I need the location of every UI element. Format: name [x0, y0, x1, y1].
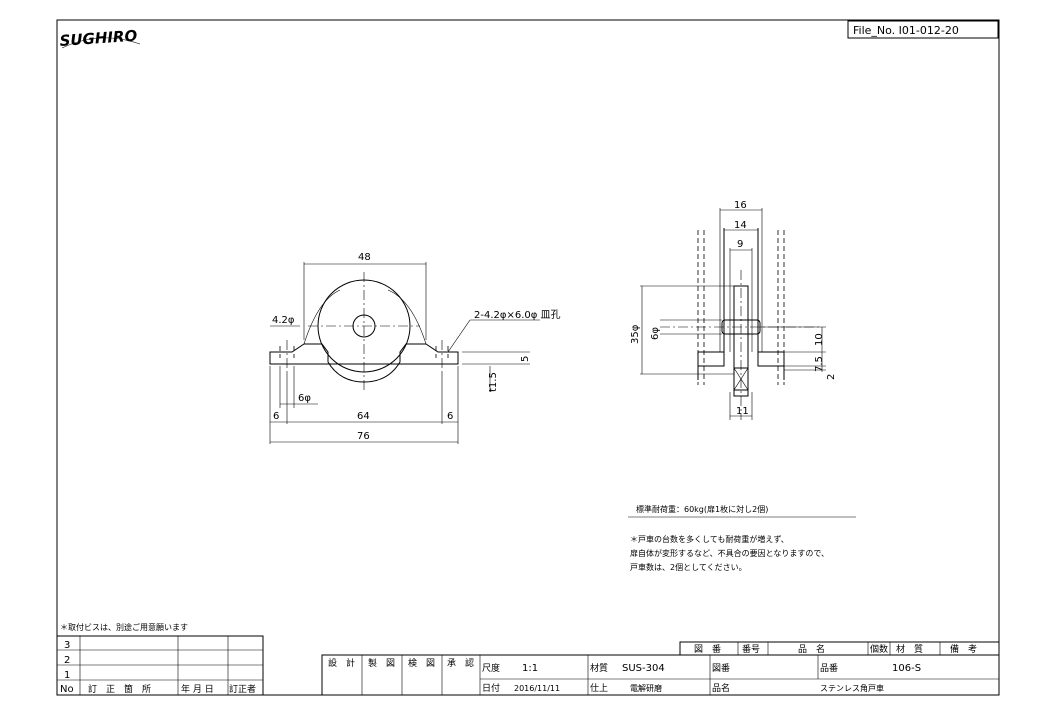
- drawing-label: 2: [64, 655, 70, 666]
- drawing-label: 扉自体が変形するなど、不具合の要因となりますので、: [630, 548, 829, 558]
- drawing-label: ステンレス角戸車: [820, 683, 884, 693]
- drawing-label: 6: [447, 411, 453, 422]
- file-no: File_No. I01-012-20: [853, 24, 959, 37]
- drawing-label: 品名: [712, 682, 730, 694]
- drawing-label: 材 質: [896, 643, 923, 655]
- drawing-label: 5: [520, 356, 531, 362]
- drawing-label: 番号: [742, 643, 760, 655]
- logo: SUGHIRO: [59, 27, 141, 50]
- drawing-label: 1:1: [522, 663, 538, 674]
- drawing-label: 承 認: [447, 657, 474, 669]
- drawing-label: 106-S: [892, 663, 921, 674]
- drawing-label: 9: [737, 239, 743, 250]
- drawing-label: 個数: [870, 643, 888, 655]
- title-block: 図 番 番号 品 名 個数 材 質 備 考 設 計 製 図 検 図 承 認 尺度…: [321, 641, 1000, 696]
- drawing-label: 10: [814, 333, 825, 346]
- drawing-label: 戸車数は、2個としてください。: [630, 562, 747, 572]
- drawing-label: 日付: [482, 683, 500, 694]
- drawing-label: 2-4.2φ×6.0φ 皿孔: [474, 309, 561, 321]
- drawing-label: 14: [734, 220, 747, 231]
- drawing-label: 6φ: [650, 327, 661, 340]
- drawing-label: 電解研磨: [630, 683, 662, 693]
- side-view: 16 14 9 35φ 6φ 10 7.5 2 11: [630, 200, 837, 420]
- drawing-label: 標準耐荷重：60kg(扉1枚に対し2個): [636, 504, 768, 514]
- drawing-label: 仕上: [590, 682, 608, 694]
- drawing-label: 11: [736, 406, 749, 417]
- bracket: [269, 343, 459, 383]
- drawing-label: 16: [734, 200, 747, 211]
- drawing-label: 64: [357, 411, 370, 422]
- drawing-label: 6: [273, 411, 279, 422]
- drawing-label: t1.5: [488, 372, 499, 392]
- drawing-label: 図番: [712, 662, 730, 674]
- drawing-label: 製 図: [368, 657, 395, 669]
- drawing-label: ＊戸車の台数を多くしても耐荷重が増えず、: [630, 534, 789, 544]
- file-no-box: [847, 20, 999, 39]
- notes: 標準耐荷重：60kg(扉1枚に対し2個) ＊戸車の台数を多くしても耐荷重が増えず…: [60, 504, 856, 632]
- drawing-label: 48: [358, 252, 371, 263]
- drawing-label: No: [60, 684, 74, 695]
- drawing-label: 6φ: [298, 393, 311, 404]
- revision-table: 3 2 1 No 訂 正 箇 所 年 月 日 訂正者: [56, 635, 264, 696]
- drawing-label: SUS-304: [622, 663, 665, 674]
- drawing-label: 2016/11/11: [514, 684, 560, 693]
- drawing-label: 2: [826, 374, 837, 380]
- drawing-label: 訂正者: [229, 683, 256, 695]
- drawing-label: 7.5: [814, 356, 825, 372]
- drawing-label: 4.2φ: [272, 315, 295, 326]
- drawing-label: 品番: [820, 662, 838, 674]
- drawing-label: 検 図: [408, 657, 435, 669]
- front-view: 48 4.2φ 2-4.2φ×6.0φ 皿孔 5 t1.5 6φ 6 64 6 …: [269, 252, 561, 444]
- drawing-label: 1: [64, 670, 70, 681]
- drawing-label: ＊取付ビスは、別途ご用意願います: [60, 622, 188, 632]
- drawing-label: 35φ: [630, 324, 641, 344]
- drawing-label: 材質: [590, 662, 608, 674]
- drawing-label: 訂 正 箇 所: [88, 683, 151, 695]
- drawing-label: 図 番: [694, 643, 721, 655]
- drawing-label: 品 名: [798, 643, 825, 655]
- drawing-label: 年 月 日: [181, 683, 214, 695]
- drawing-label: 設 計: [328, 657, 355, 669]
- drawing-label: 備 考: [950, 643, 977, 655]
- drawing-label: 3: [64, 640, 70, 651]
- drawing-label: 76: [357, 431, 370, 442]
- drawing-label: 尺度: [482, 662, 500, 674]
